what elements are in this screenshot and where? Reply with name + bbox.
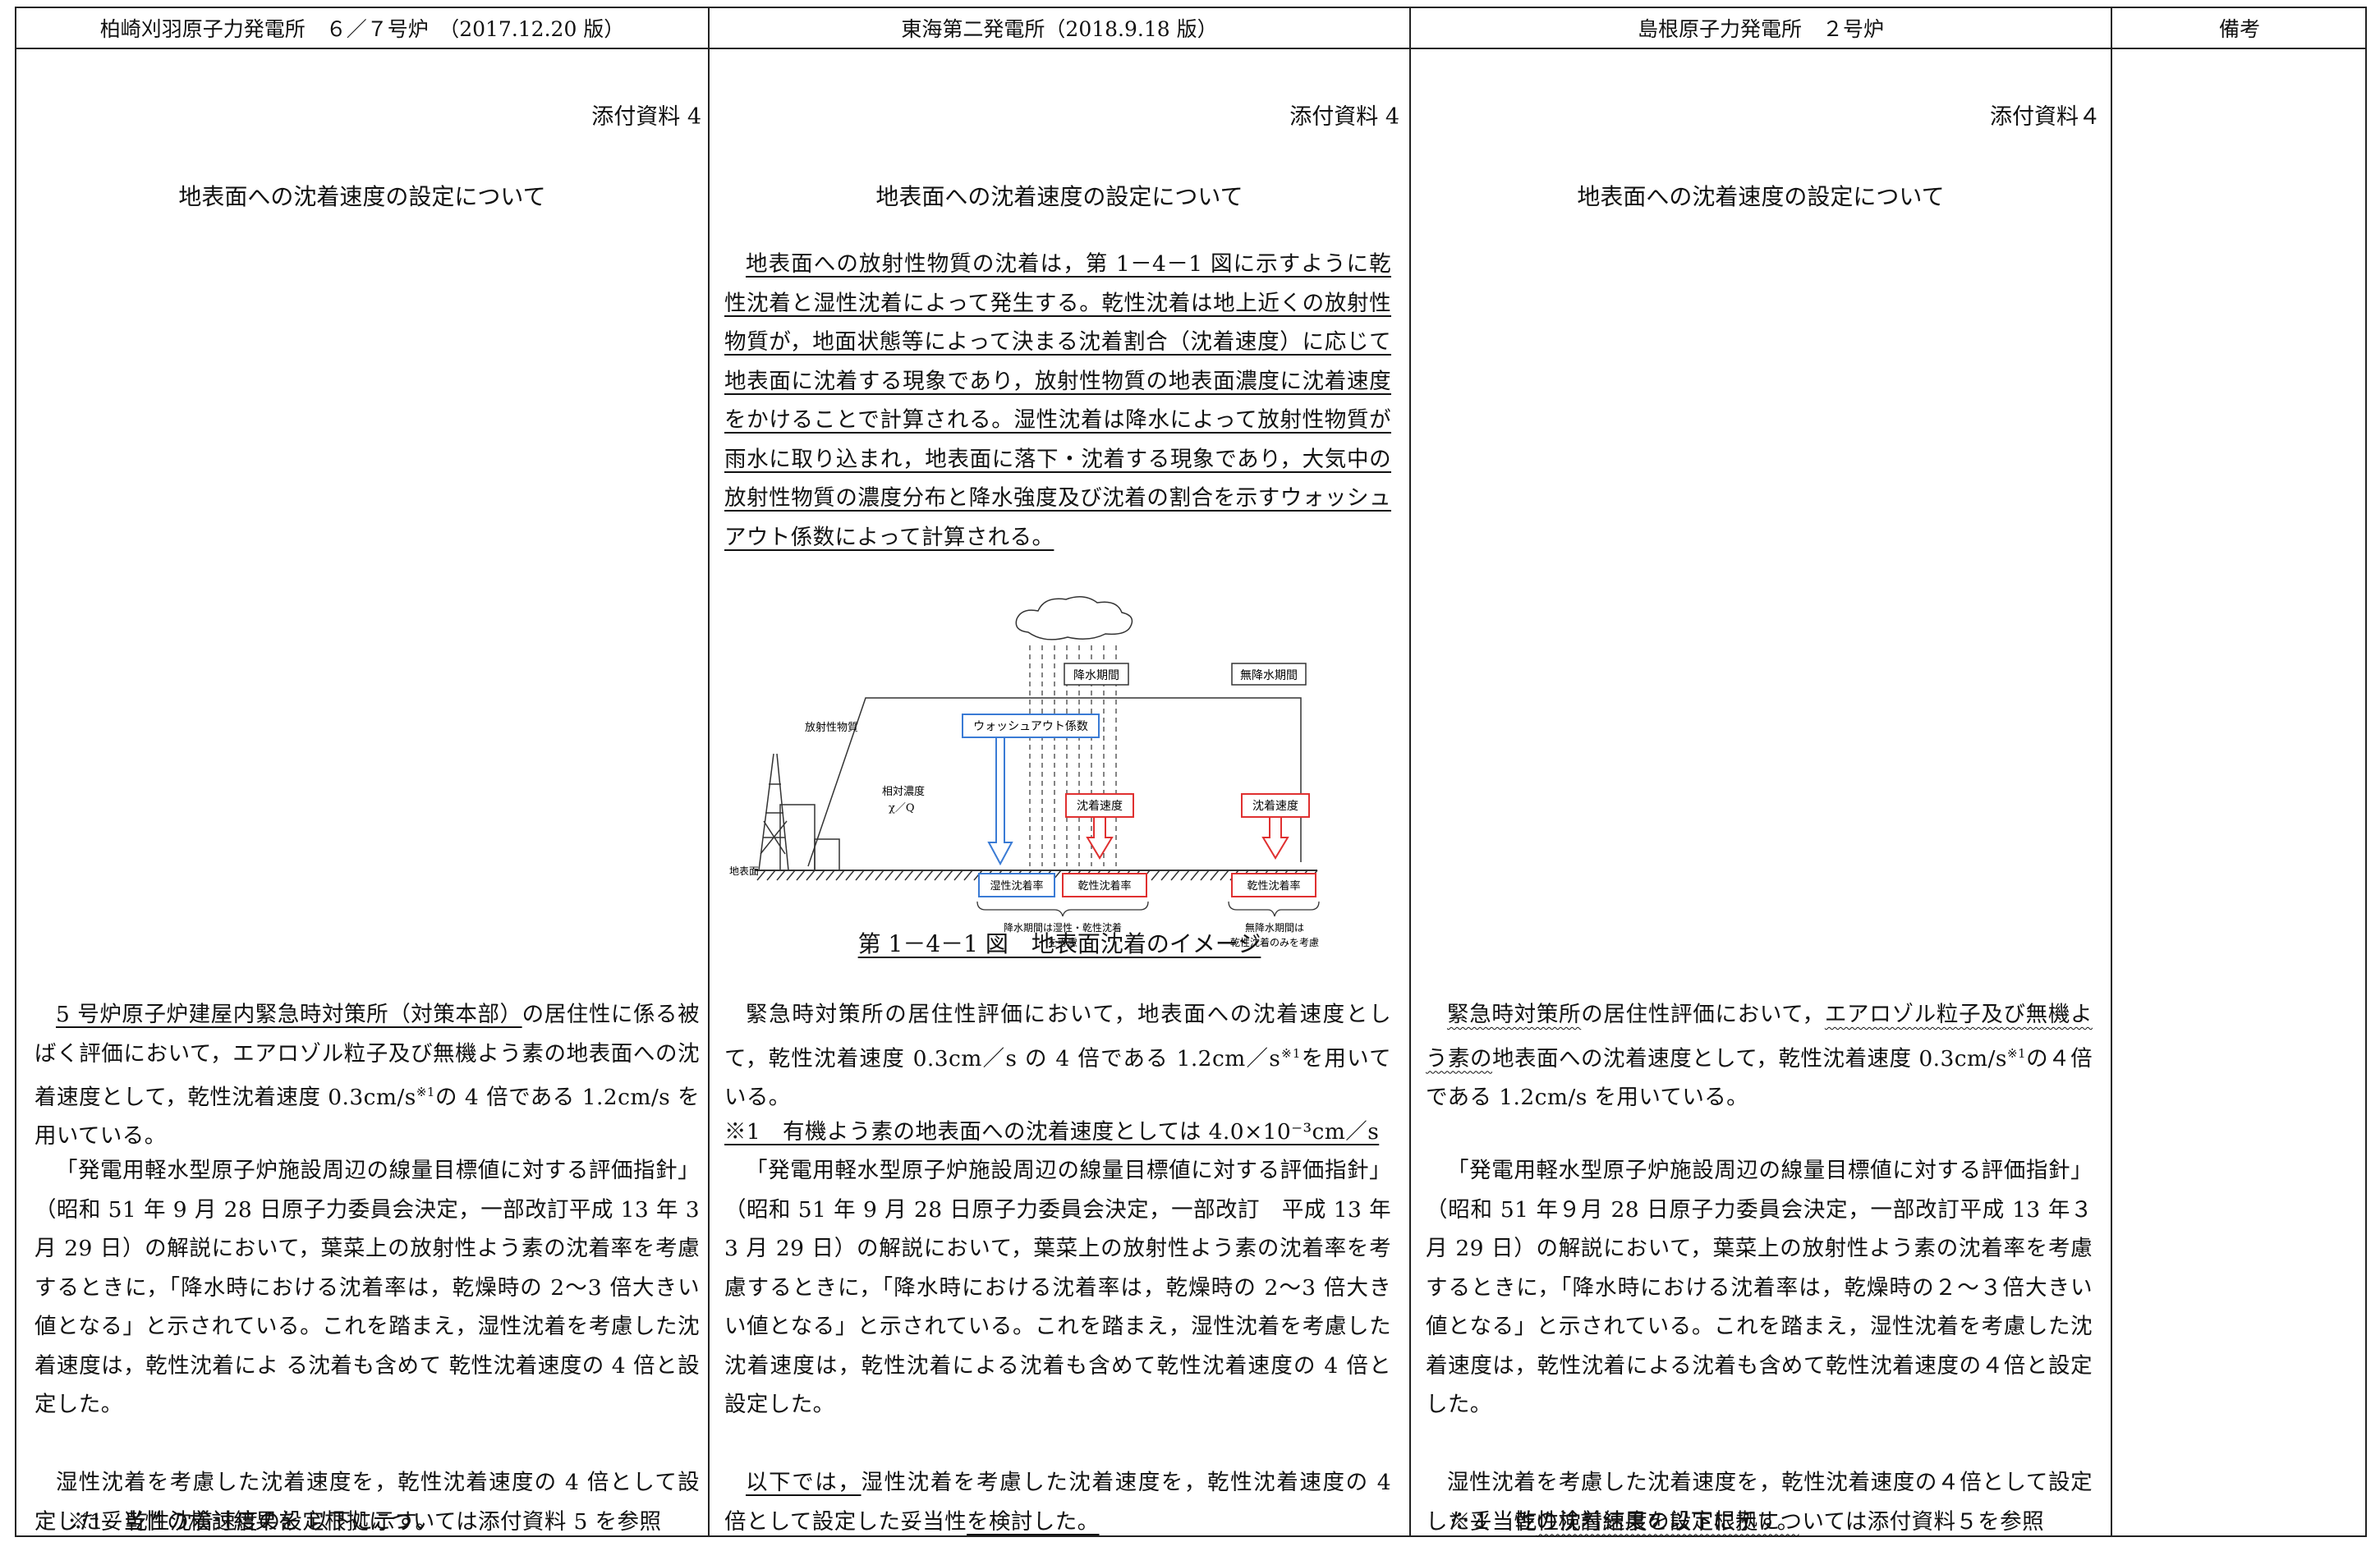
paragraph-3: 以下では，湿性沈着を考慮した沈着速度を，乾性沈着速度の 4 倍として設定した妥当… <box>724 1470 1392 1535</box>
label-chi-q: χ／Q <box>889 802 915 815</box>
attachment-label: 添付資料 4 <box>1289 104 1399 130</box>
dep-arrow-icon <box>1086 816 1114 860</box>
column-kashiwazaki: 添付資料 4 地表面への沈着速度の設定について 5 号炉原子炉建屋内緊急時対策所… <box>16 49 708 1535</box>
column-divider <box>2111 8 2112 1535</box>
paragraph-1: 緊急時対策所の居住性評価において，エアロゾル粒子及び無機よう素の地表面への沈着速… <box>1426 1002 2093 1110</box>
cloud-icon <box>1015 596 1133 640</box>
paragraph-3: 湿性沈着を考慮した沈着速度を，乾性沈着速度の４倍として設定した妥当性の検討結果を… <box>1426 1470 2093 1535</box>
paragraph-3: 湿性沈着を考慮した沈着速度を，乾性沈着速度の 4 倍として設定した妥当性の検討結… <box>34 1470 700 1535</box>
header-tokai: 東海第二発電所（2018.9.18 版） <box>710 8 1409 49</box>
section-title: 地表面への沈着速度の設定について <box>178 183 546 210</box>
header-shimane: 島根原子力発電所 ２号炉 <box>1411 8 2111 49</box>
paragraph-2: 「発電用軽水型原子炉施設周辺の線量目標値に対する評価指針」（昭和 51 年 9 … <box>34 1158 700 1417</box>
paragraph-2: 「発電用軽水型原子炉施設周辺の線量目標値に対する評価指針」（昭和 51 年 9 … <box>724 1158 1391 1417</box>
brace2-line1: 無降水期間は <box>1245 921 1304 934</box>
paragraph-2: 「発電用軽水型原子炉施設周辺の線量目標値に対する評価指針」（昭和 51 年９月 … <box>1426 1158 2093 1417</box>
brace2-line2: 乾性沈着のみを考慮 <box>1230 936 1319 948</box>
header-remarks: 備考 <box>2112 8 2367 49</box>
comparison-table: 柏崎刈羽原子力発電所 ６／７号炉 （2017.12.20 版） 東海第二発電所（… <box>15 7 2367 1537</box>
label-dry-rate-2: 乾性沈着率 <box>1247 879 1300 893</box>
label-wet-rate: 湿性沈着率 <box>990 879 1043 893</box>
section-title: 地表面への沈着速度の設定について <box>875 183 1243 210</box>
brace1-line1: 降水期間は湿性・乾性沈着 <box>1004 921 1122 934</box>
footnote: ※1 乾性沈着速度の設定根拠については添付資料 5 を参照 <box>67 1509 662 1535</box>
label-rain-period: 降水期間 <box>1073 669 1119 682</box>
figure-caption: 第 1－4－1 図 地表面沈着のイメージ <box>857 930 1261 957</box>
label-washout: ウォッシュアウト係数 <box>973 720 1088 733</box>
paragraph-1: 緊急時対策所の居住性評価において，地表面への沈着速度として，乾性沈着速度 0.3… <box>724 1002 1391 1110</box>
label-dry-rate-1: 乾性沈着率 <box>1077 879 1131 893</box>
attachment-label: 添付資料 4 <box>591 104 701 130</box>
column-divider <box>708 8 710 1535</box>
dep-arrow-icon <box>1261 816 1289 860</box>
brace1-line2: を考慮 <box>1048 937 1077 948</box>
label-dep-speed-2: 沈着速度 <box>1252 800 1298 813</box>
footnote-organic-iodine: ※1 有機よう素の地表面への沈着速度としては 4.0×10⁻³cm／s <box>724 1119 1380 1145</box>
paragraph-1: 5 号炉原子炉建屋内緊急時対策所（対策本部）の居住性に係る被ばく評価において，エ… <box>34 1002 701 1150</box>
section-title: 地表面への沈着速度の設定について <box>1577 183 1945 210</box>
column-remarks <box>2112 49 2367 1535</box>
deposition-figure: 降水期間 無降水期間 ウォッシュアウト係数 放射性物質 相対濃度 χ／Q 地表面… <box>729 596 1320 948</box>
facility-name: 5 号炉原子炉建屋内緊急時対策所（対策本部） <box>56 1002 522 1027</box>
footnote: ※１ 乾性沈着速度の設定根拠については添付資料５を参照 <box>1449 1509 2044 1535</box>
plume-outline <box>807 697 1302 867</box>
label-rel-conc: 相対濃度 <box>882 785 925 798</box>
attachment-label: 添付資料４ <box>1990 104 2101 130</box>
column-divider <box>1409 8 1411 1535</box>
header-kashiwazaki: 柏崎刈羽原子力発電所 ６／７号炉 （2017.12.20 版） <box>16 8 708 49</box>
label-ground: 地表面 <box>729 865 759 877</box>
label-no-rain-period: 無降水期間 <box>1240 669 1298 682</box>
intro-paragraph: 地表面への放射性物質の沈着は，第 1－4－1 図に示すように乾性沈着と湿性沈着に… <box>724 251 1391 550</box>
label-dep-speed-1: 沈着速度 <box>1077 800 1123 813</box>
label-source: 放射性物質 <box>805 721 858 734</box>
washout-arrow-icon <box>987 737 1013 866</box>
column-shimane: 添付資料４ 地表面への沈着速度の設定について 緊急時対策所の居住性評価において，… <box>1411 49 2111 1535</box>
column-tokai: 添付資料 4 地表面への沈着速度の設定について 地表面への放射性物質の沈着は，第… <box>710 49 1409 1535</box>
